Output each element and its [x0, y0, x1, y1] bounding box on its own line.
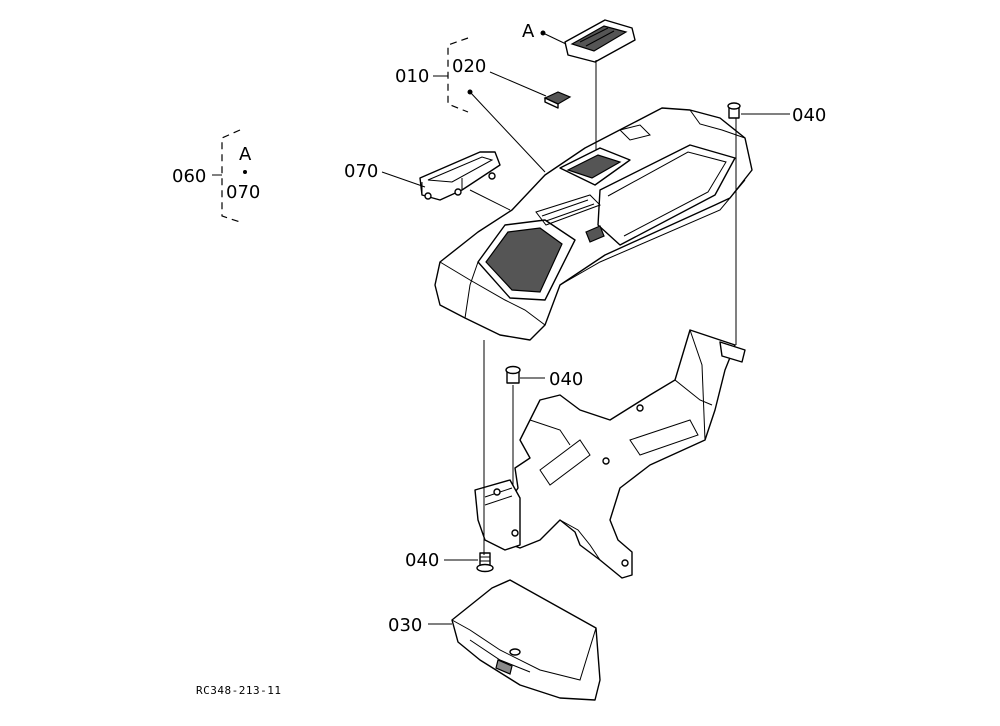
callout-030: 030 [388, 615, 422, 636]
callout-040-top: 040 [792, 105, 826, 126]
detail-a-plate [564, 19, 636, 63]
leader-dot-010 [467, 89, 473, 95]
console-cover-part-010 [434, 107, 753, 341]
bolt-middle-040 [505, 365, 521, 384]
bolt-bottom-040 [476, 552, 494, 573]
leader-dot-a-detail [540, 30, 546, 36]
frame-bracket [474, 329, 746, 579]
drawing-code: RC348-213-11 [196, 684, 281, 697]
callout-060: 060 [172, 166, 206, 187]
callout-070: 070 [344, 161, 378, 182]
callout-040-bottom: 040 [405, 550, 439, 571]
callout-020: 020 [452, 56, 486, 77]
leader-lines [212, 32, 790, 625]
callout-040-middle: 040 [549, 369, 583, 390]
group-bracket-010 [447, 37, 469, 113]
group-060-item-070: 070 [226, 182, 260, 203]
leader-dot-060 [243, 170, 247, 174]
callout-010: 010 [395, 66, 429, 87]
cap-part-020 [543, 91, 572, 109]
group-060-ref-a: A [239, 144, 252, 165]
group-bracket-060 [221, 129, 241, 223]
bolt-top-right-040 [727, 102, 741, 119]
lower-cover-part-030 [451, 579, 601, 701]
bracket-part-070 [419, 151, 501, 201]
callout-detail-ref-a: A [522, 21, 535, 42]
